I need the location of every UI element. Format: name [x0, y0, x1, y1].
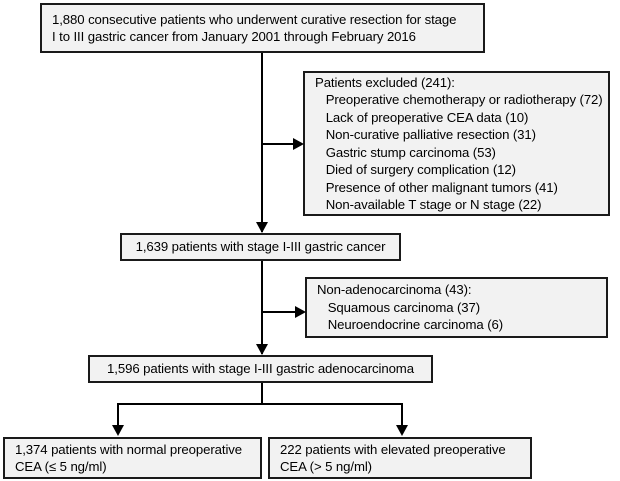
node-non-adenocarcinoma: Non-adenocarcinoma (43): Squamous carcin…	[305, 277, 608, 338]
arrowhead-into-stage-i-iii	[256, 222, 268, 233]
connector-fork-left	[117, 403, 119, 427]
connector-cohort-to-stage	[261, 53, 263, 232]
node-adenocarcinoma: 1,596 patients with stage I-III gastric …	[88, 355, 433, 383]
connector-fork-right	[401, 403, 403, 427]
node-elevated-cea: 222 patients with elevated preoperative …	[268, 437, 532, 479]
connector-to-excluded	[261, 143, 295, 145]
node-stage-i-iii-label: 1,639 patients with stage I-III gastric …	[135, 239, 386, 255]
node-adenocarcinoma-label: 1,596 patients with stage I-III gastric …	[107, 361, 414, 377]
arrowhead-into-non-adenocarcinoma	[295, 306, 306, 318]
node-non-adenocarcinoma-label: Non-adenocarcinoma (43): Squamous carcin…	[317, 282, 504, 333]
node-normal-cea-label: 1,374 patients with normal preoperative …	[15, 441, 243, 475]
node-elevated-cea-label: 222 patients with elevated preoperative …	[280, 441, 506, 475]
connector-stage-to-adeno	[261, 261, 263, 354]
connector-to-non-adenocarcinoma	[261, 311, 297, 313]
arrowhead-into-elevated-cea	[396, 425, 408, 436]
arrowhead-into-adenocarcinoma	[256, 344, 268, 355]
connector-fork-bar	[117, 403, 403, 405]
node-cohort-total-label: 1,880 consecutive patients who underwent…	[52, 11, 457, 45]
node-normal-cea: 1,374 patients with normal preoperative …	[3, 437, 262, 479]
node-cohort-total: 1,880 consecutive patients who underwent…	[40, 3, 485, 53]
arrowhead-into-excluded	[293, 138, 304, 150]
arrowhead-into-normal-cea	[112, 425, 124, 436]
node-excluded: Patients excluded (241): Preoperative ch…	[303, 71, 610, 216]
node-excluded-label: Patients excluded (241): Preoperative ch…	[315, 74, 603, 213]
node-stage-i-iii: 1,639 patients with stage I-III gastric …	[120, 233, 401, 261]
connector-adeno-stem	[261, 383, 263, 405]
